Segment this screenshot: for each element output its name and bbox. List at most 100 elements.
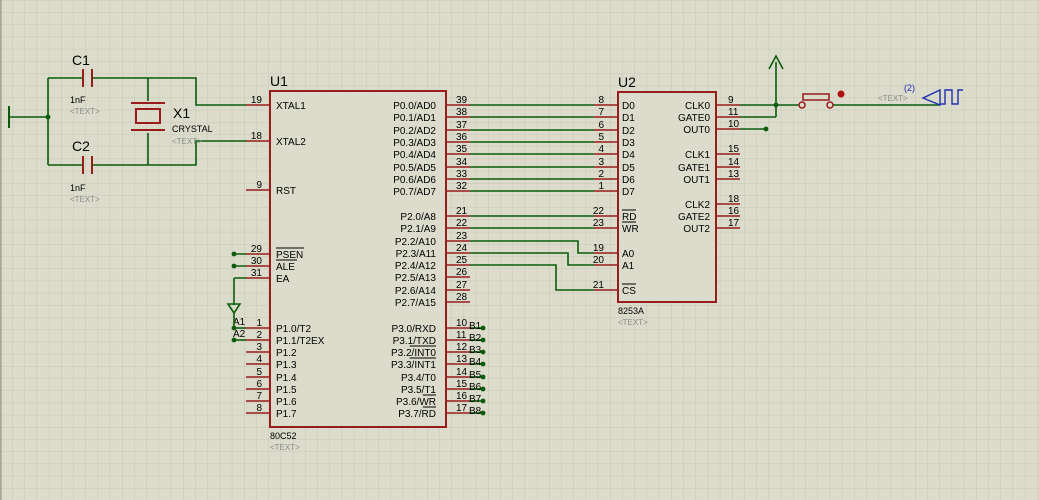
u2-pin-number: 17 — [728, 218, 740, 229]
p3-net-label: B6 — [469, 382, 482, 393]
u2-pin-label: D3 — [622, 138, 635, 149]
junction-dot — [763, 126, 769, 132]
u2-text: <TEXT> — [618, 318, 648, 327]
u1-pin-number: 31 — [251, 268, 263, 279]
junction-dot — [480, 361, 486, 367]
u1-pin-label: P0.1/AD1 — [393, 113, 436, 124]
p3-net-label: B8 — [469, 406, 482, 417]
u2-pin-number: 22 — [593, 206, 605, 217]
u2-pin-number: 23 — [593, 218, 605, 229]
x1-ref: X1 — [173, 105, 190, 121]
u2-pin-label: D2 — [622, 126, 635, 137]
u1-pin-number: 22 — [456, 218, 468, 229]
u1-pin-label: P3.2/INT0 — [391, 348, 436, 359]
u1-pin-label: P2.6/A14 — [395, 286, 437, 297]
u1-pin-number: 29 — [251, 244, 263, 255]
u1-pin-number: 9 — [256, 180, 262, 191]
u1-pin-label: P1.0/T2 — [276, 324, 311, 335]
u2-pin-label: A1 — [622, 261, 635, 272]
u2-pin-label: A0 — [622, 249, 635, 260]
p3-net-label: B4 — [469, 357, 482, 368]
u1-pin-label: P3.6/WR — [396, 397, 436, 408]
c2-ref: C2 — [72, 138, 90, 154]
u1-pin-label: EA — [276, 274, 290, 285]
u2-chip[interactable]: U2 8253A <TEXT> 8D07D16D25D34D43D52D61D7… — [593, 74, 740, 327]
u1-pin-label: P3.3/INT1 — [391, 360, 436, 371]
u1-part: 80C52 — [270, 431, 297, 441]
u2-pin-label: GATE2 — [678, 212, 710, 223]
u1-right-pins: 39P0.0/AD038P0.1/AD137P0.2/AD236P0.3/AD3… — [391, 95, 486, 420]
a0-wire — [470, 240, 594, 254]
ground-arrow-icon — [226, 303, 242, 315]
u1-pin-label: ALE — [276, 262, 295, 273]
u2-pin-label: GATE1 — [678, 163, 710, 174]
u2-pin-number: 4 — [598, 144, 604, 155]
u2-pin-label: WR — [622, 224, 639, 235]
u1-pin-number: 1 — [256, 318, 262, 329]
u1-pin-number: 32 — [456, 181, 468, 192]
c1-ref: C1 — [72, 52, 90, 68]
signal-generator-icon[interactable] — [921, 88, 941, 107]
gen-index: (2) — [904, 83, 915, 93]
osc-wire — [48, 77, 246, 106]
u1-pin-label: P2.2/A10 — [395, 237, 437, 248]
button-terminal[interactable] — [798, 101, 806, 109]
clk-wire — [740, 62, 800, 118]
u1-pin-label: P3.4/T0 — [401, 373, 436, 384]
data-bus-wires — [470, 104, 594, 291]
u1-pin-number: 39 — [456, 95, 468, 106]
u2-pin-label: D6 — [622, 175, 635, 186]
u1-pin-label: PSEN — [276, 250, 303, 261]
oscillator-circuit: C1 1nF <TEXT> C2 1nF <TEXT> X1 CRYSTAL <… — [8, 52, 246, 204]
u1-pin-label: RST — [276, 186, 296, 197]
u1-pin-number: 15 — [456, 379, 468, 390]
u2-part: 8253A — [618, 306, 644, 316]
x1-body — [135, 108, 161, 124]
u1-pin-label: P1.2 — [276, 348, 297, 359]
u1-body[interactable] — [269, 90, 447, 428]
p3-net-label: B7 — [469, 394, 482, 405]
u1-pin-number: 13 — [456, 354, 468, 365]
u1-pin-label: P0.2/AD2 — [393, 126, 436, 137]
u2-ref: U2 — [618, 74, 636, 90]
u1-pin-label: P2.1/A9 — [400, 224, 436, 235]
push-button-actuator[interactable] — [802, 93, 830, 101]
u2-pin-number: 9 — [728, 95, 734, 106]
u1-pin-number: 26 — [456, 267, 468, 278]
u1-chip[interactable]: U1 80C52 <TEXT> 19XTAL118XTAL29RST29PSEN… — [231, 73, 486, 452]
u2-pin-label: RD — [622, 212, 636, 223]
u2-pin-number: 19 — [593, 243, 605, 254]
u1-pin-number: 38 — [456, 107, 468, 118]
u2-body[interactable] — [617, 91, 717, 303]
u2-pin-label: CS — [622, 286, 636, 297]
u1-pin-label: P1.7 — [276, 409, 297, 420]
u2-pin-number: 10 — [728, 119, 740, 130]
u2-pin-label: D1 — [622, 113, 635, 124]
u1-pin-number: 10 — [456, 318, 468, 329]
junction-dot — [45, 114, 51, 120]
u2-pin-label: D5 — [622, 163, 635, 174]
junction-dot — [480, 398, 486, 404]
u1-pin-number: 21 — [456, 206, 468, 217]
x1-text: <TEXT> — [172, 137, 202, 146]
u1-pin-number: 6 — [256, 379, 262, 390]
u1-ref: U1 — [270, 73, 288, 89]
u2-pin-label: CLK1 — [685, 150, 710, 161]
u1-pin-number: 12 — [456, 342, 468, 353]
ea-wire — [233, 253, 246, 305]
u1-pin-label: P0.3/AD3 — [393, 138, 436, 149]
u1-pin-number: 36 — [456, 132, 468, 143]
u2-pin-label: OUT1 — [683, 175, 710, 186]
u1-pin-label: P0.0/AD0 — [393, 101, 436, 112]
u1-pin-number: 30 — [251, 256, 263, 267]
u1-pin-number: 2 — [256, 330, 262, 341]
u2-pin-label: D4 — [622, 150, 635, 161]
u2-pin-number: 11 — [728, 107, 739, 118]
u2-pin-number: 13 — [728, 169, 740, 180]
u1-pin-number: 8 — [256, 403, 262, 414]
p1-net-label: A1 — [233, 317, 246, 328]
u1-left-pins: 19XTAL118XTAL29RST29PSEN30ALE31EA1P1.0/T… — [231, 95, 325, 420]
u1-pin-number: 35 — [456, 144, 468, 155]
button-terminal[interactable] — [826, 101, 834, 109]
